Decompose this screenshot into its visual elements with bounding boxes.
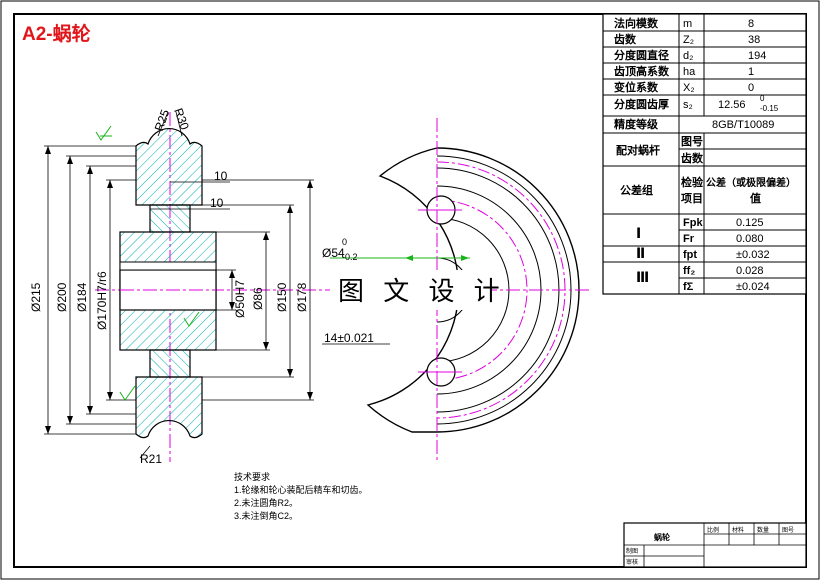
param-value: 194 [748,50,766,62]
param-name: 齿顶高系数 [614,64,670,78]
param-name: 分度圆直径 [614,48,669,62]
tolerance-value-label-1: 公差（或极限偏差） [706,176,796,189]
mating-drawing-no-label: 图号 [681,135,703,148]
dim-dia-54-upper-tol: 0 [342,237,347,247]
notes-line-2: 2.未注圆角R2。 [234,497,298,508]
check-item-label-2: 项目 [681,192,703,205]
title-block-material: 材料 [732,526,744,534]
param-name: 变位系数 [614,80,659,94]
parameter-table [602,13,807,295]
dim-dia-54-lower-tol: -0.2 [342,252,358,262]
lower-rim [135,376,203,439]
upper-rim [135,128,203,206]
param-value: 38 [748,34,760,46]
dim-r30: R30 [171,106,192,132]
tolerance-group: Ⅰ [636,225,641,241]
dim-dia-215: Ø215 [29,282,43,312]
tolerance-group: Ⅲ [636,269,649,285]
mating-teeth-label: 齿数 [681,151,704,165]
title-block-part-name: 蜗轮 [654,532,670,542]
dim-dia-170-fit: Ø170H7/r6 [95,271,109,330]
dim-dia-54: Ø54 [322,246,345,260]
param-name: 齿数 [614,32,637,46]
dim-keyway-width: 14±0.021 [324,331,374,345]
tolerance-group-label: 公差组 [620,183,653,197]
param-symbol: m [683,18,692,30]
tolerance-group: Ⅱ [636,245,645,261]
dim-dia-178: Ø178 [295,282,309,312]
lower-web [149,349,191,378]
tolerance-item: Fr [683,233,695,245]
dim-len-10-upper: 10 [214,169,228,183]
dim-len-10-lower: 10 [210,196,224,210]
param-symbol: ha [683,66,696,78]
tolerance-item: Fpk [683,217,703,229]
notes-line-1: 1.轮缘和轮心装配后精车和切齿。 [234,484,368,495]
param-value: 8GB/T10089 [712,119,774,131]
dim-dia-184: Ø184 [75,282,89,312]
upper-web [149,204,191,233]
param-rows: 法向模数 m 8 齿数 Z₂ 38 分度圆直径 d₂ 194 齿顶高系数 ha 1 变位系数 X₂ 0 分度圆… [614,16,779,131]
title-block-drawn-by: 制图 [626,547,638,555]
param-tol-upper: 0 [760,94,765,103]
tolerance-value: 0.028 [736,265,764,277]
param-value: 0 [748,82,754,94]
param-symbol: s₂ [683,99,693,111]
param-value: 12.56 [718,99,746,111]
tolerance-item: ff₂ [683,265,695,277]
dim-dia-200: Ø200 [55,282,69,312]
notes-title: 技术要求 [234,471,270,482]
dim-dia-50-fit: Ø50H7 [233,280,247,318]
title-block-scale: 比例 [707,526,719,534]
technical-notes: 技术要求 1.轮缘和轮心装配后精车和切齿。 2.未注圆角R2。 3.未注倒角C2… [234,471,368,521]
param-value: 8 [748,18,754,30]
param-symbol: X₂ [683,82,695,94]
check-item-label-1: 检验 [681,175,704,189]
tolerance-value-label-2: 值 [750,191,761,205]
param-name: 分度圆齿厚 [614,97,669,111]
notes-line-3: 3.未注倒角C2。 [234,510,298,521]
drawing-title: A2-蜗轮 [22,22,91,45]
title-block: 蜗轮 比例 材料 数量 图号 制图 审核 [623,522,807,568]
dim-r21: R21 [140,452,162,466]
title-block-drawing-no: 图号 [782,527,794,534]
param-value: 1 [748,66,754,78]
dim-dia-150: Ø150 [275,282,289,312]
keyway [119,261,217,271]
tolerance-value: 0.080 [736,233,764,245]
tolerance-item: fΣ [683,281,694,293]
tolerance-value: ±0.032 [736,249,770,261]
param-tol-lower: -0.15 [760,104,779,113]
param-symbol: d₂ [683,50,693,62]
param-symbol: Z₂ [683,34,694,46]
mating-label: 配对蜗杆 [616,143,660,157]
watermark: 图 文 设 计 [338,276,506,306]
dim-dia-86: Ø86 [251,287,265,310]
tolerance-item: fpt [683,249,697,261]
title-block-reviewed-by: 审核 [626,558,638,566]
title-block-quantity: 数量 [757,526,769,534]
param-name: 法向模数 [614,16,659,30]
tolerance-value: 0.125 [736,217,764,229]
tolerance-value: ±0.024 [736,281,770,293]
section-view: Ø215 Ø200 Ø184 Ø170H7/r6 Ø50H7 Ø86 Ø150 … [29,106,330,466]
param-name: 精度等级 [614,117,659,131]
